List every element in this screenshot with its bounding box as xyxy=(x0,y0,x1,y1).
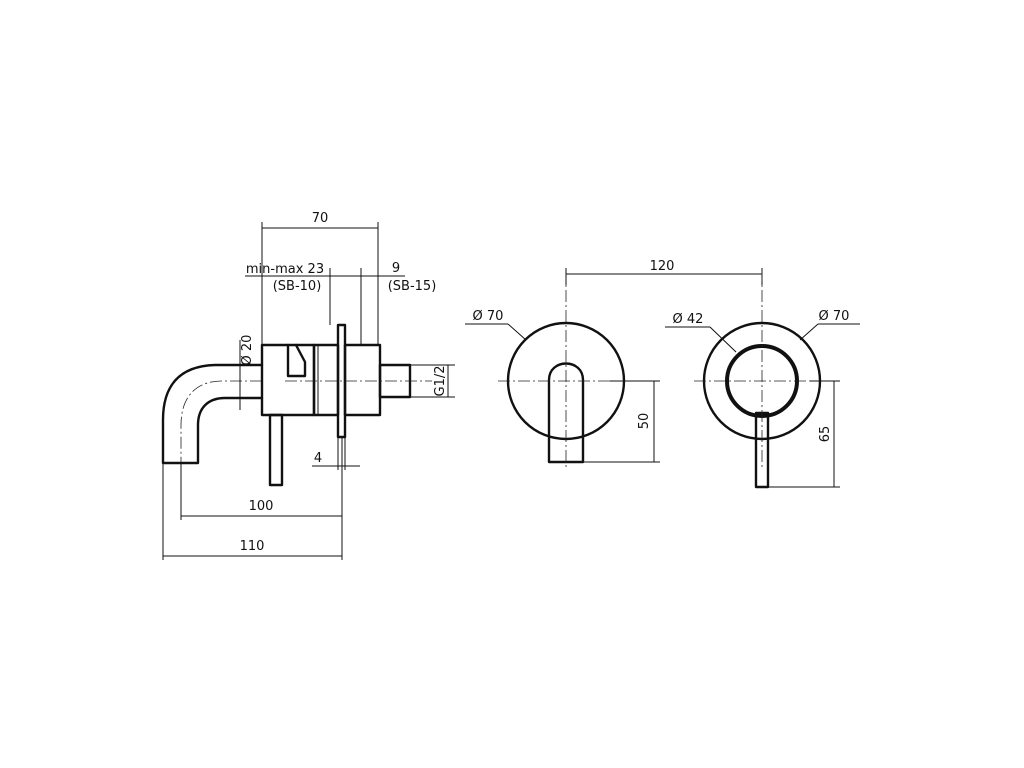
front-plate-diameter: Ø 70 xyxy=(473,309,504,324)
dim-plate-thickness: 4 xyxy=(314,451,322,466)
lever-handle xyxy=(268,413,284,487)
rear-body xyxy=(343,343,382,417)
spout-outline xyxy=(161,363,264,465)
rear-knob-diameter: Ø 42 xyxy=(673,312,704,327)
lever-hub xyxy=(286,343,307,378)
dim-overall-depth: 70 xyxy=(312,211,329,226)
rear-lever-height: 65 xyxy=(818,426,833,443)
front-spout xyxy=(547,362,585,464)
dim-projection-total: 110 xyxy=(240,539,265,554)
dim-min-max-label: min-max 23 xyxy=(246,262,324,277)
front-view: Ø 70 50 xyxy=(465,270,660,470)
center-distance-dimension: 120 xyxy=(565,259,763,285)
dim-spout-diameter: Ø 20 xyxy=(240,335,255,366)
rear-plate-diameter: Ø 70 xyxy=(819,309,850,324)
front-spout-height: 50 xyxy=(637,413,652,430)
spout-centerline xyxy=(180,380,262,520)
dim-projection-axis: 100 xyxy=(249,499,274,514)
dim-thread-note: (SB-15) xyxy=(388,279,437,294)
dim-thread: G1/2 xyxy=(433,366,448,397)
dim-thread-length: 9 xyxy=(392,261,400,276)
dim-center-distance: 120 xyxy=(650,259,675,274)
rear-view: Ø 42 Ø 70 65 xyxy=(665,270,860,489)
dim-min-max-note: (SB-10) xyxy=(273,279,322,294)
side-view: 70 min-max 23 (SB-10) 9 (SB-15) Ø 20 G1/… xyxy=(161,211,455,560)
